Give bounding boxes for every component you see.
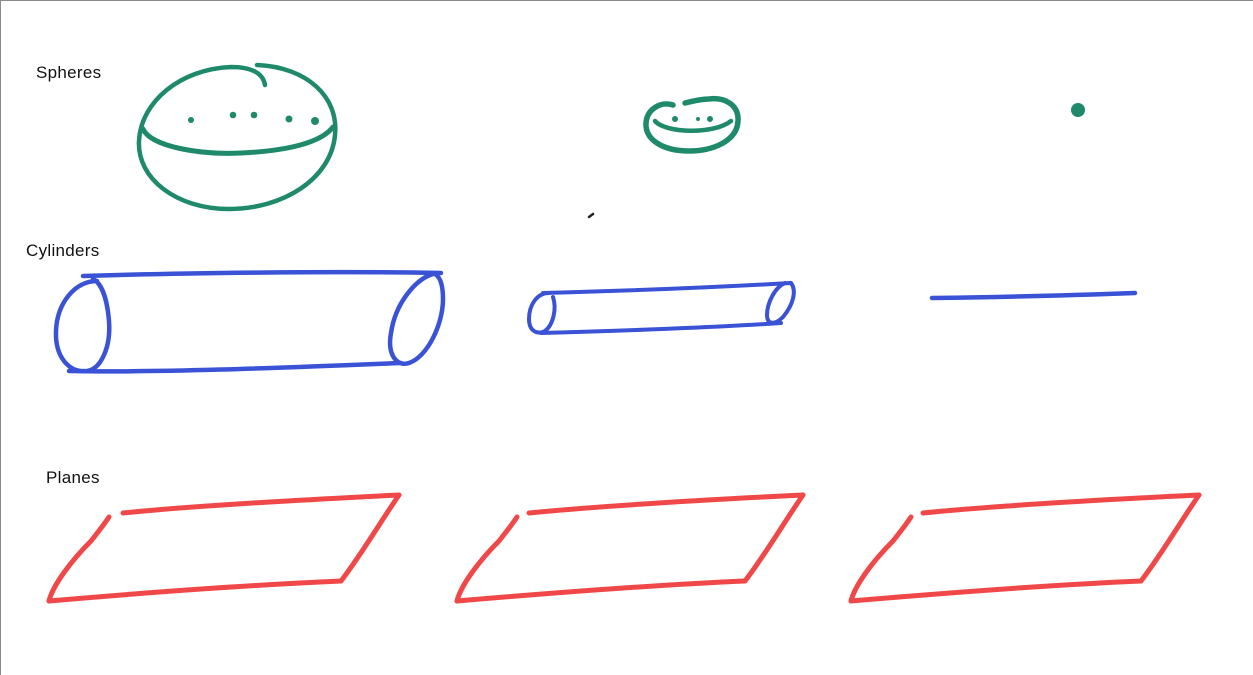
plane-3 bbox=[851, 495, 1199, 601]
plane-3-top-edge bbox=[923, 495, 1199, 513]
line-cylinder-stroke bbox=[932, 293, 1135, 298]
large-sphere bbox=[139, 65, 335, 209]
point-sphere-dot bbox=[1071, 103, 1085, 117]
plane-1-left-edge bbox=[49, 517, 109, 601]
plane-2-left-edge bbox=[457, 517, 517, 601]
thin-cylinder-bottom-edge bbox=[541, 323, 781, 333]
large-cylinder bbox=[56, 272, 443, 371]
small-sphere-dot bbox=[672, 116, 678, 122]
large-sphere-dot bbox=[188, 117, 194, 123]
large-sphere-equator bbox=[143, 127, 333, 153]
plane-1-top-edge bbox=[123, 495, 399, 513]
plane-2-bottom-edge bbox=[457, 581, 745, 601]
small-sphere-dot bbox=[707, 116, 713, 122]
plane-3-left-edge bbox=[851, 517, 911, 601]
line-cylinder bbox=[932, 293, 1135, 298]
large-cylinder-right-end bbox=[390, 273, 443, 364]
plane-2-top-edge bbox=[529, 495, 803, 513]
large-cylinder-top-edge bbox=[83, 272, 441, 276]
plane-3-right-edge bbox=[1141, 495, 1199, 581]
large-cylinder-left-end bbox=[56, 279, 109, 371]
plane-1-right-edge bbox=[341, 495, 399, 581]
large-sphere-dot bbox=[251, 112, 258, 119]
small-sphere-equator bbox=[655, 121, 731, 131]
thin-cylinder bbox=[529, 283, 794, 333]
thin-cylinder-right-end bbox=[767, 283, 794, 323]
thin-cylinder-left-end bbox=[529, 293, 555, 333]
small-sphere bbox=[646, 99, 738, 151]
plane-1 bbox=[49, 495, 399, 601]
large-sphere-dot bbox=[286, 116, 293, 123]
stray-mark bbox=[589, 214, 593, 217]
large-cylinder-bottom-edge bbox=[69, 363, 401, 371]
large-sphere-dot bbox=[230, 112, 237, 119]
large-sphere-dot bbox=[311, 117, 319, 125]
plane-1-bottom-edge bbox=[49, 581, 341, 601]
plane-2 bbox=[457, 495, 803, 601]
plane-3-bottom-edge bbox=[851, 581, 1141, 601]
point-sphere bbox=[1071, 103, 1085, 117]
large-sphere-outline bbox=[139, 65, 335, 209]
plane-2-right-edge bbox=[745, 495, 803, 581]
small-sphere-dot bbox=[696, 117, 700, 121]
thin-cylinder-top-edge bbox=[543, 283, 791, 293]
